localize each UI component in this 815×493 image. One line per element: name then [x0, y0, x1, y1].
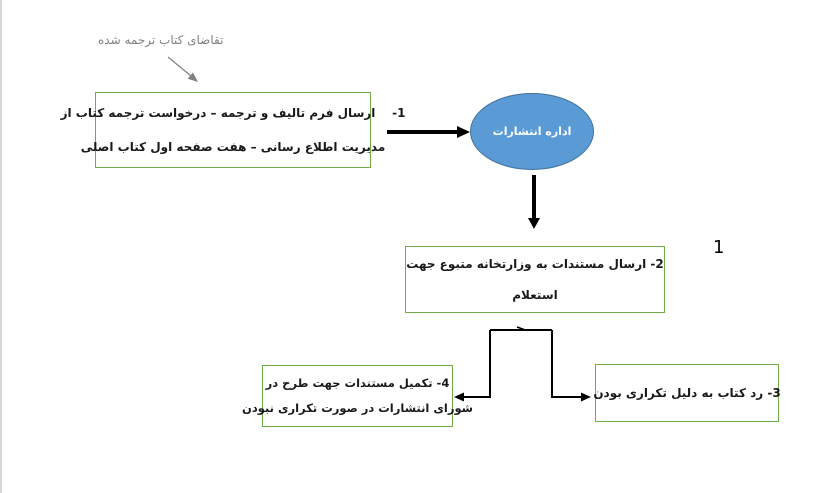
step2-text-line2: استعلام: [512, 287, 558, 302]
publications-office-ellipse: اداره انتشارات: [470, 93, 594, 170]
annotation-label: تقاضای کتاب ترجمه شده: [98, 33, 224, 47]
step1-text-line1: 1- ارسال فرم تالیف و ترجمه – درخواست ترج…: [60, 106, 406, 120]
publications-office-label: اداره انتشارات: [492, 125, 572, 138]
step3-box: 3- رد کتاب به دلیل تکراری بودن: [593, 364, 781, 422]
annotation-arrow: [167, 56, 198, 82]
arrow-right-icon: [387, 126, 470, 138]
step1-box: 1- ارسال فرم تالیف و ترجمه – درخواست ترج…: [61, 92, 405, 168]
step2-text-line1: 2- ارسال مستندات به وزارتخانه متبوع جهت: [406, 256, 664, 271]
step4-text-line2: شورای انتشارات در صورت تکراری نبودن: [242, 401, 473, 415]
page-number: 1: [713, 237, 725, 258]
step4-text-line1: 4- تکمیل مستندات جهت طرح در: [265, 376, 450, 390]
page-left-border: [0, 0, 2, 493]
step2-box: 2- ارسال مستندات به وزارتخانه متبوع جهت …: [405, 246, 665, 313]
step1-text-line2: مدیریت اطلاع رسانی – هفت صفحه اول کتاب ا…: [80, 140, 386, 154]
arrow-down-icon: [528, 175, 540, 229]
step3-text: 3- رد کتاب به دلیل تکراری بودن: [593, 386, 781, 400]
step4-box: 4- تکمیل مستندات جهت طرح در شورای انتشار…: [242, 365, 473, 427]
branch-connector: [454, 326, 591, 402]
